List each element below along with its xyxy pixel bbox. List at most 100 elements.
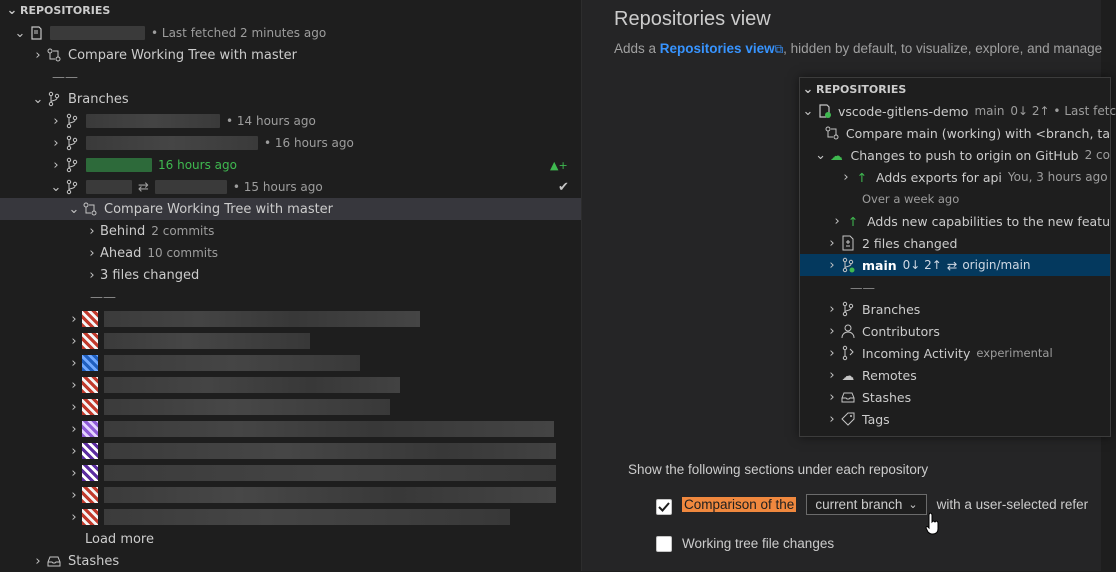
- separator: ——: [90, 289, 116, 305]
- commit-text-redacted: [104, 311, 420, 327]
- commit-row[interactable]: ›: [0, 440, 581, 462]
- branch-icon: [840, 257, 856, 273]
- branch-name-redacted: [86, 136, 258, 150]
- commit-row[interactable]: ›: [0, 462, 581, 484]
- commit-text-redacted: [104, 377, 400, 393]
- working-tree-option: Working tree file changes: [682, 536, 834, 551]
- file-diff-icon: [840, 235, 856, 251]
- preview-branches-label: Branches: [862, 301, 921, 317]
- repo-fetched: • Last fetched 2 minutes ago: [151, 26, 327, 40]
- chevron-right-icon: ›: [829, 345, 835, 361]
- preview-repo-branch: main: [974, 104, 1005, 118]
- branch-icon: [64, 179, 80, 195]
- preview-repo-row: ⌄ vscode-gitlens-demo main 0↓ 2↑ • Last …: [800, 100, 1116, 122]
- repositories-view-link[interactable]: Repositories view: [659, 41, 775, 56]
- avatar: [82, 399, 98, 415]
- preview-group-label: Over a week ago: [800, 188, 1110, 210]
- commit-text-redacted: [104, 399, 390, 415]
- chevron-right-icon: ›: [71, 465, 77, 481]
- commit-text-redacted: [104, 509, 510, 525]
- chevron-right-icon: ›: [829, 235, 835, 251]
- branch-time: • 14 hours ago: [226, 114, 316, 128]
- preview-compare-label: Compare main (working) with <branch, ta: [845, 125, 1110, 141]
- chevron-right-icon: ›: [71, 311, 77, 327]
- upstream-name-redacted: [154, 180, 227, 194]
- commit-row[interactable]: ›: [0, 506, 581, 528]
- preview-older-label: Over a week ago: [862, 192, 960, 206]
- branch-row[interactable]: › • 14 hours ago: [0, 110, 581, 132]
- separator: ——: [52, 69, 78, 85]
- load-more-row[interactable]: Load more: [0, 528, 581, 550]
- commit-row[interactable]: ›: [0, 484, 581, 506]
- separator: ——: [850, 279, 875, 295]
- commit-row[interactable]: ›: [0, 330, 581, 352]
- chevron-down-icon: ⌄: [14, 25, 26, 41]
- commit-row[interactable]: ›: [0, 374, 581, 396]
- ahead-row[interactable]: › Ahead 10 commits: [0, 242, 581, 264]
- commit-row[interactable]: ›: [0, 308, 581, 330]
- preview-commit-message: Adds exports for api: [876, 169, 1002, 185]
- branch-row[interactable]: › • 16 hours ago: [0, 132, 581, 154]
- preview-files-label: 2 files changed: [862, 235, 958, 251]
- chevron-right-icon: ›: [829, 323, 835, 339]
- external-link-icon: ⧉: [774, 42, 784, 56]
- subtitle-prefix: Adds a: [614, 41, 657, 56]
- branch-name-redacted: [86, 114, 220, 128]
- branch-icon: [46, 91, 62, 107]
- chevron-right-icon: ›: [829, 411, 835, 427]
- preview-repo-name: vscode-gitlens-demo: [838, 103, 969, 119]
- repository-row[interactable]: ⌄ • Last fetched 2 minutes ago: [0, 22, 581, 44]
- preview-contributors-label: Contributors: [862, 323, 940, 339]
- commit-text-redacted: [104, 421, 554, 437]
- files-changed-row[interactable]: › 3 files changed: [0, 264, 581, 286]
- compare-icon: [46, 47, 62, 63]
- chevron-right-icon: ›: [89, 223, 95, 239]
- commit-row[interactable]: ›: [0, 396, 581, 418]
- branch-icon: [64, 157, 80, 173]
- preview-tags-row: › Tags: [800, 408, 1110, 430]
- feature-panel: Repositories view Adds a Repositories vi…: [581, 0, 1116, 571]
- chevron-right-icon: ›: [35, 553, 41, 569]
- page-title: Repositories view: [614, 8, 771, 30]
- chevron-down-icon: ⌄: [802, 81, 814, 97]
- chevron-down-icon: ⌄: [32, 91, 44, 107]
- commit-row[interactable]: ›: [0, 352, 581, 374]
- branch-icon: [64, 113, 80, 129]
- chevron-right-icon: ›: [35, 47, 41, 63]
- branch-row-current[interactable]: › 16 hours ago ▲+: [0, 154, 581, 176]
- preview-header: ⌄ REPOSITORIES: [800, 78, 1110, 100]
- branches-row[interactable]: ⌄ Branches: [0, 88, 581, 110]
- compare-working-tree-row[interactable]: › Compare Working Tree with master: [0, 44, 581, 66]
- compare-label: Compare Working Tree with master: [104, 201, 334, 217]
- stashes-row[interactable]: › Stashes: [0, 550, 581, 572]
- preview-incoming-label: Incoming Activity: [862, 345, 971, 361]
- branch-time: • 15 hours ago: [232, 180, 323, 194]
- branch-dropdown[interactable]: current branch ⌄: [806, 494, 927, 515]
- comparison-suffix: with a user-selected refer: [936, 497, 1089, 512]
- preview-push-count: 2 co: [1084, 148, 1110, 162]
- preview-commit-row: › ↑ Adds new capabilities to the new fea…: [800, 210, 1110, 232]
- avatar: [82, 465, 98, 481]
- repo-name-redacted: [50, 26, 145, 40]
- repositories-section-header[interactable]: ⌄ REPOSITORIES: [0, 0, 581, 22]
- branch-time: • 16 hours ago: [264, 136, 354, 150]
- commit-row[interactable]: ›: [0, 418, 581, 440]
- chevron-right-icon: ›: [53, 157, 59, 173]
- chevron-right-icon: ›: [71, 333, 77, 349]
- load-more-link[interactable]: Load more: [85, 531, 154, 547]
- chevron-right-icon: ›: [89, 245, 95, 261]
- settings-heading: Show the following sections under each r…: [628, 462, 929, 477]
- chevron-down-icon: ⌄: [50, 179, 62, 195]
- contributors-icon: [840, 323, 856, 339]
- branch-row[interactable]: ⌄ ⇄ • 15 hours ago ✔: [0, 176, 581, 198]
- comparison-checkbox[interactable]: [656, 499, 672, 515]
- preview-tags-label: Tags: [862, 411, 890, 427]
- preview-stashes-row: › Stashes: [800, 386, 1110, 408]
- arrow-up-icon: ↑: [847, 213, 859, 229]
- commit-text-redacted: [104, 443, 556, 459]
- chevron-right-icon: ›: [71, 399, 77, 415]
- arrow-up-icon: ↑: [856, 169, 868, 185]
- compare-branch-row[interactable]: ⌄ Compare Working Tree with master: [0, 198, 581, 220]
- behind-row[interactable]: › Behind 2 commits: [0, 220, 581, 242]
- working-tree-checkbox[interactable]: [656, 536, 672, 552]
